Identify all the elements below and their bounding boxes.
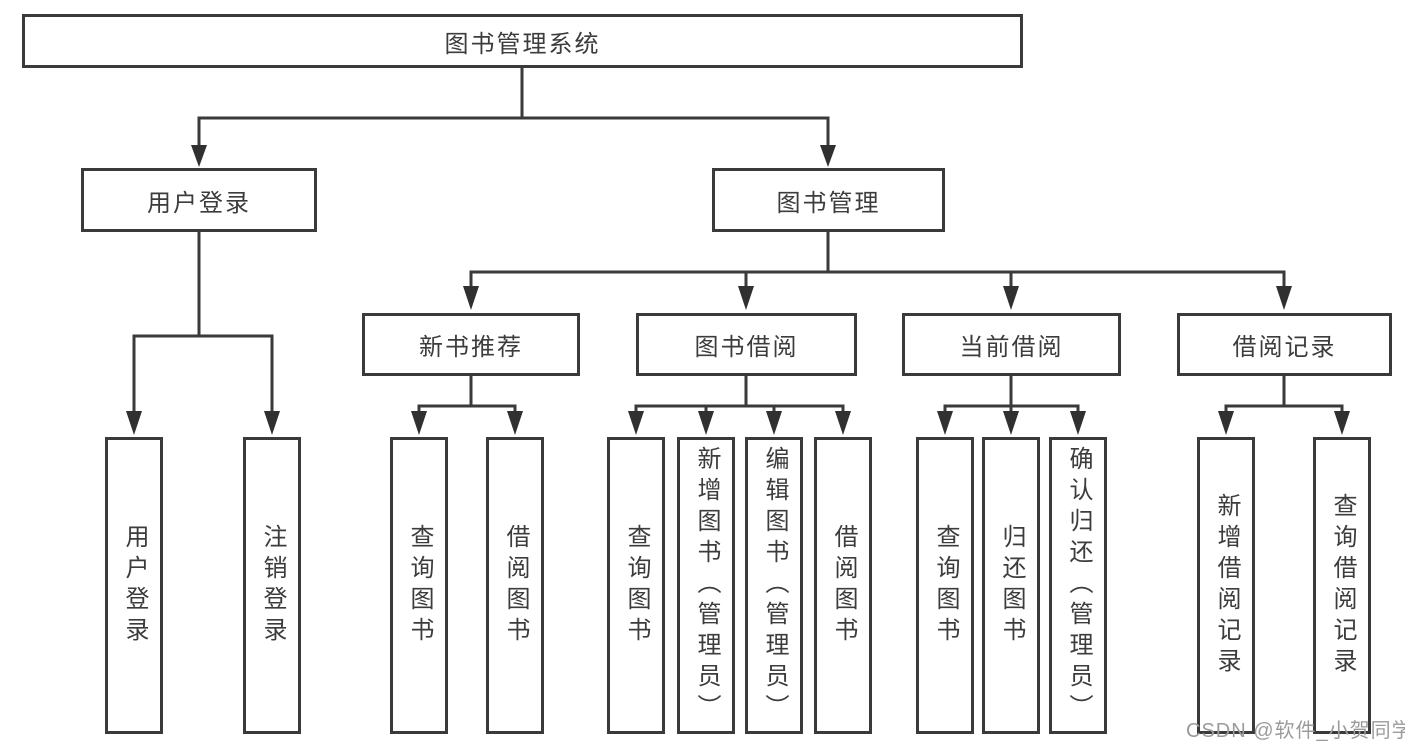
leaf-label: 确认归还（管理员） <box>1065 446 1092 725</box>
node-label: 图书管理 <box>776 189 881 217</box>
leaf-borrow-books: 借阅图书 <box>814 437 872 734</box>
node-user-login: 用户登录 <box>81 168 317 232</box>
leaf-add-borrow-record: 新增借阅记录 <box>1197 437 1255 734</box>
node-book-borrowing: 图书借阅 <box>636 313 857 376</box>
leaf-label: 查询图书 <box>406 523 433 648</box>
node-label: 新书推荐 <box>419 334 523 361</box>
node-new-book-recommendation: 新书推荐 <box>362 313 580 376</box>
leaf-query-books-current: 查询图书 <box>916 437 974 734</box>
leaf-add-books-admin: 新增图书（管理员） <box>677 437 735 734</box>
leaf-label: 借阅图书 <box>830 523 857 648</box>
node-label: 借阅记录 <box>1232 334 1337 361</box>
leaf-label: 查询借阅记录 <box>1329 492 1356 679</box>
node-label: 当前借阅 <box>959 334 1064 361</box>
leaf-logout: 注销登录 <box>243 437 301 734</box>
leaf-label: 用户登录 <box>121 523 148 648</box>
leaf-borrow-books-recommend: 借阅图书 <box>486 437 544 734</box>
node-label: 图书借阅 <box>694 334 799 361</box>
leaf-label: 新增借阅记录 <box>1213 492 1240 679</box>
node-label: 图书管理系统 <box>444 30 601 58</box>
leaf-label: 查询图书 <box>623 523 650 648</box>
leaf-label: 新增图书（管理员） <box>693 446 720 725</box>
node-current-borrowing: 当前借阅 <box>902 313 1121 376</box>
leaf-edit-books-admin: 编辑图书（管理员） <box>745 437 803 734</box>
leaf-label: 注销登录 <box>259 523 286 648</box>
leaf-user-login: 用户登录 <box>105 437 163 734</box>
node-book-management: 图书管理 <box>712 168 945 232</box>
leaf-label: 借阅图书 <box>502 523 529 648</box>
leaf-label: 归还图书 <box>998 523 1025 648</box>
csdn-watermark: CSDN @软件_小贺同学 <box>1186 720 1405 742</box>
leaf-label: 查询图书 <box>932 523 959 648</box>
leaf-return-books: 归还图书 <box>982 437 1040 734</box>
leaf-query-borrow-record: 查询借阅记录 <box>1313 437 1371 734</box>
leaf-query-books-borrow: 查询图书 <box>607 437 665 734</box>
node-library-management-system: 图书管理系统 <box>22 14 1023 68</box>
leaf-query-books-recommend: 查询图书 <box>390 437 448 734</box>
node-label: 用户登录 <box>147 189 251 217</box>
node-borrowing-records: 借阅记录 <box>1177 313 1392 376</box>
leaf-label: 编辑图书（管理员） <box>761 446 788 725</box>
leaf-confirm-return-admin: 确认归还（管理员） <box>1049 437 1107 734</box>
